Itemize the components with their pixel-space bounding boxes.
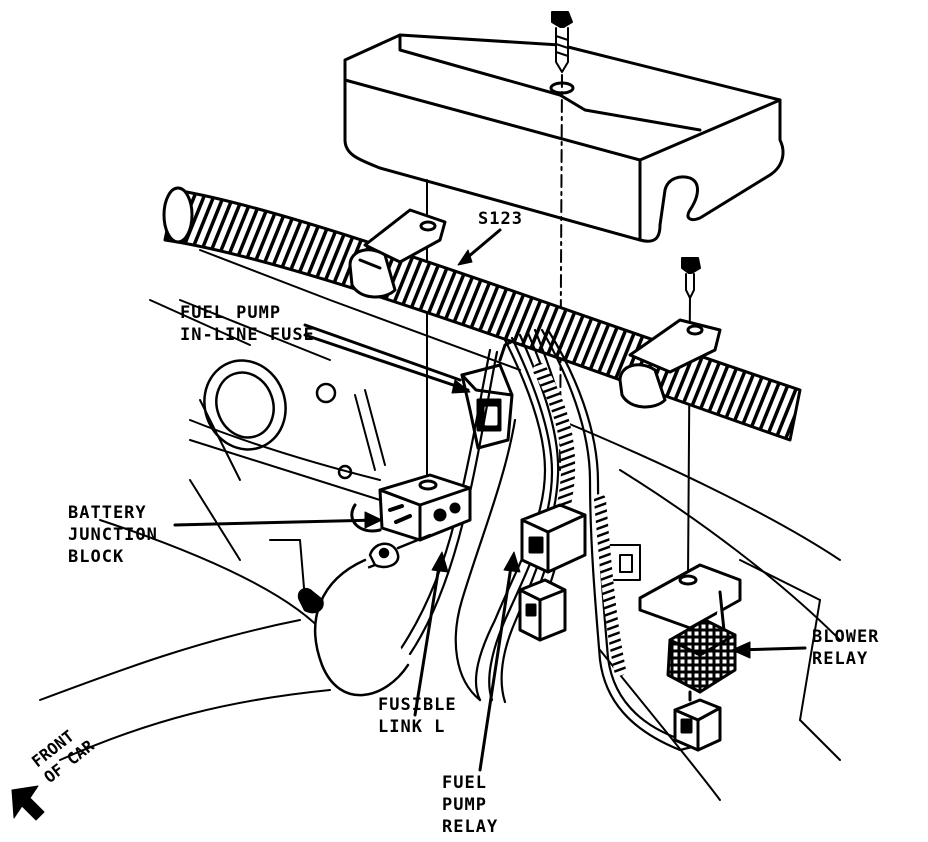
bracket-bolt	[681, 257, 701, 299]
label-fuel-pump-inline-fuse: FUEL PUMP IN-LINE FUSE	[180, 302, 315, 346]
label-battery-line-3: BLOCK	[68, 547, 125, 567]
label-fuel-pump-relay: FUEL PUMP RELAY	[442, 772, 498, 838]
battery-junction-block	[350, 473, 472, 542]
wire-loom	[533, 363, 576, 527]
wire-loom-lower	[594, 494, 626, 676]
callout-leaders	[173, 228, 807, 772]
label-fuse-line-1: FUEL PUMP	[180, 303, 282, 323]
right-conduit-bracket	[618, 318, 722, 409]
left-conduit-bracket	[348, 208, 447, 299]
label-blower-relay: BLOWER RELAY	[812, 626, 879, 670]
label-fuse-line-2: IN-LINE FUSE	[180, 325, 315, 345]
fuel-pump-relay	[518, 503, 587, 642]
label-fuel-relay-line-1: FUEL	[442, 773, 487, 793]
label-battery-junction-block: BATTERY JUNCTION BLOCK	[68, 502, 158, 568]
label-battery-line-1: BATTERY	[68, 503, 147, 523]
cover-panel	[343, 33, 785, 243]
label-fusible-line-1: FUSIBLE	[378, 695, 457, 715]
front-of-car-arrow	[11, 785, 45, 821]
label-s123: S123	[478, 208, 523, 230]
cover-bolt	[551, 11, 573, 73]
label-fusible-line-2: LINK L	[378, 717, 446, 737]
callout-arrowheads	[364, 249, 751, 659]
battery-cable-terminal	[297, 533, 432, 697]
label-fuel-relay-line-2: PUMP	[442, 795, 487, 815]
blower-relay	[666, 618, 737, 694]
panel-opening	[203, 359, 353, 480]
blower-relay-connector	[673, 690, 722, 752]
label-blower-line-2: RELAY	[812, 649, 869, 669]
label-fusible-link: FUSIBLE LINK L	[378, 694, 457, 738]
label-fuel-relay-line-3: RELAY	[442, 817, 499, 837]
label-blower-line-1: BLOWER	[812, 627, 880, 647]
label-s123-text: S123	[478, 209, 523, 229]
label-battery-line-2: JUNCTION	[68, 525, 158, 545]
